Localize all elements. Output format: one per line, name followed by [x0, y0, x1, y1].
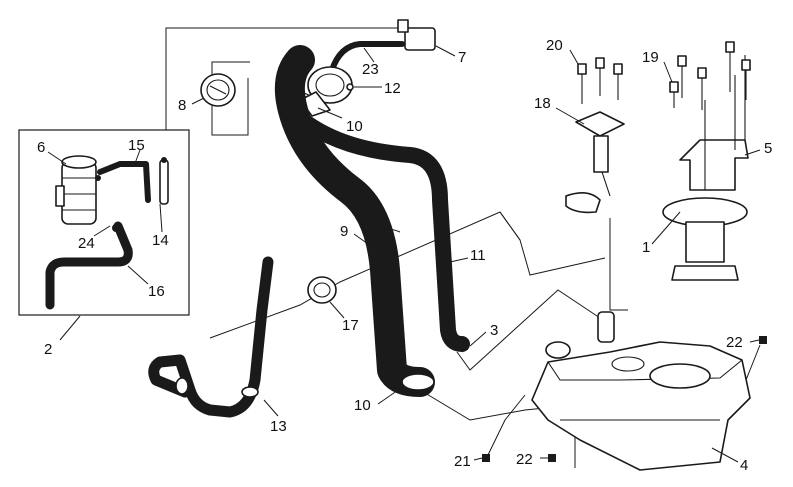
nut-22-right	[759, 336, 767, 344]
callout-18: 18	[534, 95, 551, 112]
callout-20: 20	[546, 37, 563, 54]
callout-21: 21	[454, 453, 471, 470]
callout-14: 14	[152, 232, 169, 249]
callout-15: 15	[128, 137, 145, 154]
routing-lines	[165, 27, 761, 468]
fuel-pump-1	[662, 55, 749, 281]
tube-14	[159, 159, 169, 205]
callout-leaders	[47, 45, 761, 463]
bolts-19	[669, 41, 751, 110]
bolts-20	[577, 57, 623, 104]
callout-22-bottom: 22	[516, 451, 533, 468]
callout-6: 6	[37, 139, 45, 156]
callout-labels: 1 2 3 4 5 6 7 8 9 10 10 11 12 13 14 15 1…	[37, 37, 772, 474]
callout-4: 4	[740, 457, 748, 474]
callout-1: 1	[642, 239, 650, 256]
fuel-tank-4	[531, 311, 751, 471]
group-box-2	[18, 129, 190, 316]
callout-22-right: 22	[726, 334, 743, 351]
level-sender-18	[565, 111, 625, 214]
callout-24: 24	[78, 235, 95, 252]
callout-9: 9	[340, 223, 348, 240]
nut-21	[482, 454, 490, 462]
callout-12: 12	[384, 80, 401, 97]
callout-17: 17	[342, 317, 359, 334]
callout-19: 19	[642, 49, 659, 66]
clamp-3	[460, 342, 468, 350]
nut-22-bottom	[548, 454, 556, 462]
callout-8: 8	[178, 97, 186, 114]
filler-cap-8	[200, 73, 236, 107]
callout-7: 7	[458, 49, 466, 66]
callout-3: 3	[490, 322, 498, 339]
charcoal-canister	[55, 155, 101, 225]
callout-10-lower: 10	[354, 397, 371, 414]
callout-16: 16	[148, 283, 165, 300]
callout-10-upper: 10	[346, 118, 363, 135]
clamp-10-lower	[401, 373, 435, 391]
callout-23: 23	[362, 61, 379, 78]
clamp-17	[307, 276, 337, 304]
callout-2: 2	[44, 341, 52, 358]
callout-13: 13	[270, 418, 287, 435]
callout-5: 5	[764, 140, 772, 157]
connector-7	[397, 19, 436, 51]
callout-11: 11	[470, 247, 486, 264]
